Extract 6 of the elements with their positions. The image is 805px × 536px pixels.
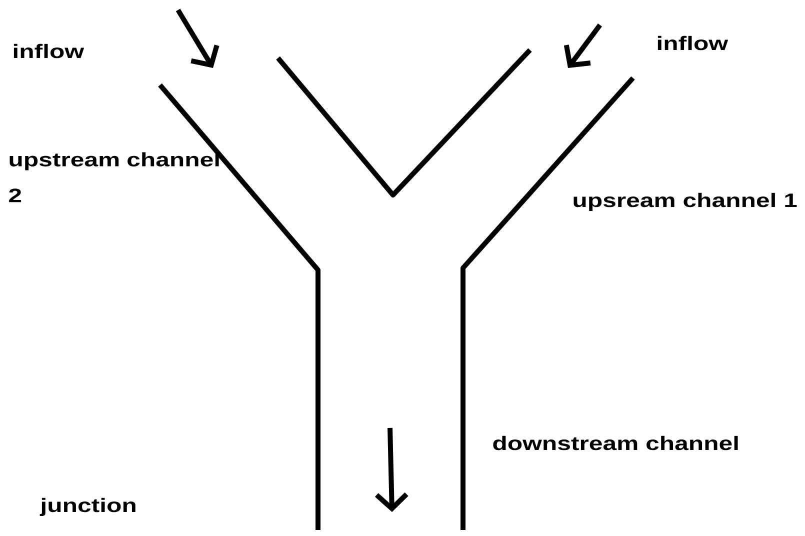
flow-label: inflow: [14, 44, 84, 58]
channel-label: upsream channel 1: [574, 192, 797, 212]
flow-label: inflow: [658, 36, 728, 50]
channel-label: downstream channel: [493, 436, 738, 450]
channel-label: upstream channel 2: [9, 152, 219, 202]
junction-label: junction: [40, 498, 136, 516]
